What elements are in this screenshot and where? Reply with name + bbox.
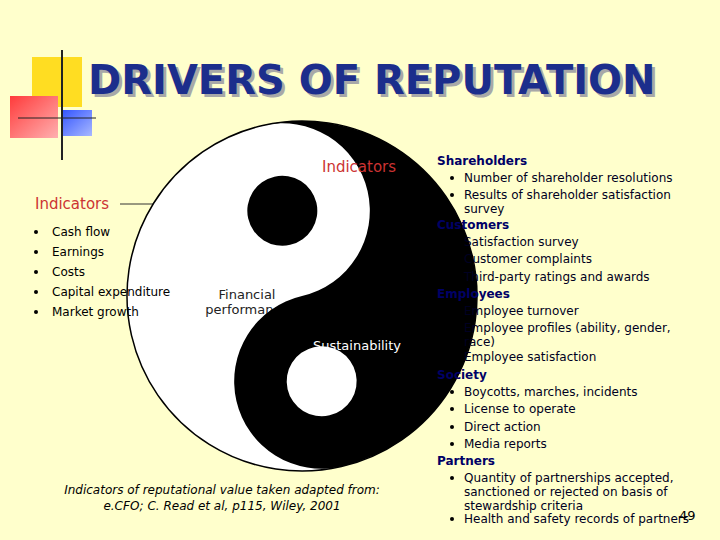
yin-yang-black-region: [177, 86, 512, 486]
stakeholder-indicator: Results of shareholder satisfaction surv…: [464, 188, 700, 216]
red-square: [10, 96, 58, 138]
stakeholder-indicator: Employee turnover: [464, 304, 700, 318]
indicator-item: Cash flow: [52, 225, 110, 239]
stakeholder-indicator: Third-party ratings and awards: [464, 270, 700, 284]
stakeholder-indicator: License to operate: [464, 402, 700, 416]
stakeholder-indicator: Employee profiles (ability, gender, race…: [464, 321, 700, 349]
node-label: Sustainability: [292, 338, 422, 353]
stakeholder-indicator: Satisfaction survey: [464, 235, 700, 249]
stakeholder-heading: Society: [437, 368, 487, 382]
bullet-dot: [450, 425, 454, 429]
bullet-dot: [34, 230, 38, 234]
node-shape: [127, 121, 477, 471]
slide-title: DRIVERS OF REPUTATION: [88, 54, 656, 106]
bullet-dot: [450, 442, 454, 446]
bullet-dot: [450, 257, 454, 261]
source-caption: Indicators of reputational value taken a…: [52, 482, 392, 514]
stakeholder-indicator: Number of shareholder resolutions: [464, 171, 700, 185]
indicator-item: Earnings: [52, 245, 104, 259]
bullet-dot: [450, 309, 454, 313]
bullet-dot: [450, 390, 454, 394]
page-number: 49: [679, 508, 696, 523]
black-dot: [240, 169, 324, 253]
stakeholder-indicator: Media reports: [464, 437, 700, 451]
bullet-dot: [450, 275, 454, 279]
bullet-dot: [450, 355, 454, 359]
bullet-dot: [450, 517, 454, 521]
bullet-dot: [34, 290, 38, 294]
bullet-dot: [450, 326, 454, 330]
stakeholder-indicator: Quantity of partnerships accepted, sanct…: [464, 471, 700, 513]
stakeholder-heading: Partners: [437, 454, 495, 468]
stakeholder-heading: Employees: [437, 287, 510, 301]
stakeholder-indicator: Employee satisfaction: [464, 350, 700, 364]
yin-yang-black-half: Sustainability: [127, 121, 477, 471]
stakeholder-heading: Customers: [437, 218, 509, 232]
bullet-dot: [450, 176, 454, 180]
bullet-dot: [450, 407, 454, 411]
blue-square: [62, 110, 92, 136]
indicators-label: Indicators: [322, 158, 396, 176]
bullet-dot: [450, 476, 454, 480]
stakeholder-indicator: Boycotts, marches, incidents: [464, 385, 700, 399]
stakeholder-indicator: Health and safety records of partners: [464, 512, 700, 526]
indicators-label: Indicators: [35, 195, 109, 213]
bullet-dot: [34, 250, 38, 254]
stakeholder-indicator: Customer complaints: [464, 252, 700, 266]
decor-line: [61, 50, 63, 160]
bullet-dot: [34, 310, 38, 314]
bullet-dot: [450, 193, 454, 197]
stakeholder-heading: Shareholders: [437, 154, 527, 168]
stakeholder-indicator: Direct action: [464, 420, 700, 434]
indicator-item: Costs: [52, 265, 85, 279]
decor-line: [18, 118, 96, 119]
indicator-item: Market growth: [52, 305, 139, 319]
bullet-dot: [34, 270, 38, 274]
bullet-dot: [450, 240, 454, 244]
indicator-item: Capital expenditure: [52, 285, 170, 299]
